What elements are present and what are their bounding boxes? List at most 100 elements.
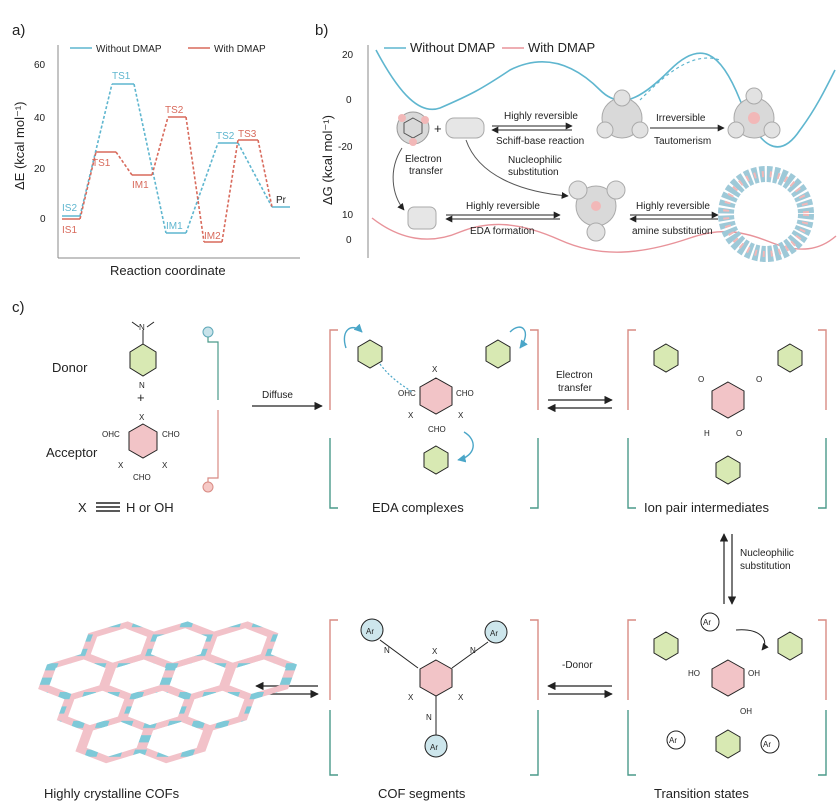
panel-a-x-label: Reaction coordinate [110, 263, 226, 278]
b-taut-bottom: Tautomerism [654, 136, 711, 147]
panel-b-y-ticks: 20 0 -20 10 0 [338, 50, 354, 246]
pyridine-ring [129, 343, 157, 377]
svg-text:CHO: CHO [162, 430, 180, 439]
legend-without: Without DMAP [96, 44, 162, 55]
eda-bracket-left-top [329, 329, 338, 410]
b-dmap [407, 206, 437, 230]
eda-pyridine-1 [357, 339, 383, 369]
svg-text:N: N [139, 323, 145, 332]
label-ts2-with: TS2 [165, 105, 184, 116]
b-tick-0-top: 0 [346, 95, 352, 106]
eda-pyridine-3 [423, 445, 449, 475]
donor-node [202, 326, 214, 338]
label-ts1-with: TS1 [92, 158, 111, 169]
x-definition-x: X [78, 500, 87, 515]
b-steps: Highly reversible Schiff-base reaction I… [392, 111, 725, 237]
label-ts2-without: TS2 [216, 131, 235, 142]
svg-text:N: N [426, 713, 432, 722]
panel-a-y-label: ΔE (kcal mol⁻¹) [12, 102, 27, 191]
panel-c: c) Donor Acceptor N N + X OHC CHO X X CH… [12, 299, 827, 801]
tick-40: 40 [34, 113, 46, 124]
x-definition: H or OH [126, 500, 174, 515]
svg-text:X: X [432, 647, 438, 656]
b-schiff-bottom: Schiff-base reaction [496, 136, 584, 147]
ns-label-2: substitution [740, 561, 791, 572]
cof-bracket-right-top [530, 619, 539, 700]
acceptor-molecule: X OHC CHO X X CHO [102, 413, 180, 482]
curve-with [371, 217, 837, 253]
cof-bracket-left-top [329, 619, 338, 700]
tick-20: 20 [34, 164, 46, 175]
panel-c-label: c) [12, 299, 25, 316]
svg-text:H: H [704, 429, 710, 438]
label-ts3: TS3 [238, 129, 257, 140]
eda-bracket-right-top [530, 329, 539, 410]
ts-bracket-left-bottom [627, 710, 636, 776]
label-im1-without: IM1 [166, 221, 183, 232]
svg-text:X: X [458, 411, 464, 420]
minus-donor-label: -Donor [562, 660, 593, 671]
panel-a: a) 0 20 40 60 ΔE (kcal mol⁻¹) Reaction c… [12, 22, 300, 278]
label-is1: IS1 [62, 225, 77, 236]
svg-text:+: + [137, 390, 145, 405]
b-legend-with: With DMAP [528, 40, 595, 55]
b-et-top: Electron [405, 154, 442, 165]
ts-bracket-right-top [818, 619, 827, 700]
transition-state-structure: Ar Ar Ar HO OH OH [653, 612, 803, 759]
label-pr: Pr [276, 195, 287, 206]
label-is2: IS2 [62, 203, 77, 214]
svg-text:X: X [118, 461, 124, 470]
svg-text:HO: HO [688, 669, 700, 678]
diffuse-label: Diffuse [262, 390, 293, 401]
cof-bracket-right-bottom [530, 710, 539, 776]
tick-60: 60 [34, 60, 46, 71]
svg-text:Ar: Ar [430, 743, 438, 752]
eda-complexes-label: EDA complexes [372, 500, 464, 515]
panel-b-label: b) [315, 22, 328, 39]
svg-text:OH: OH [740, 707, 752, 716]
profile-with [62, 116, 273, 243]
b-legend-without: Without DMAP [410, 40, 495, 55]
svg-text:OH: OH [748, 669, 760, 678]
svg-text:X: X [432, 365, 438, 374]
eda-bracket-left-bottom [329, 438, 338, 509]
ns-label-1: Nucleophilic [740, 548, 794, 559]
svg-text:O: O [698, 375, 704, 384]
svg-text:X: X [162, 461, 168, 470]
panel-b: b) 20 0 -20 10 0 ΔG (kcal mol⁻¹) Without… [315, 22, 837, 262]
eda-pyridine-2 [485, 339, 511, 369]
acceptor-node [202, 481, 214, 493]
b-ns-bottom: substitution [508, 167, 559, 178]
eda-structure: OHC CHO CHO X X X [343, 323, 528, 475]
svg-text:N: N [139, 381, 145, 390]
ion-bracket-left-top [627, 329, 636, 410]
svg-text:CHO: CHO [456, 389, 474, 398]
svg-text:Ar: Ar [669, 736, 677, 745]
svg-text:Ar: Ar [703, 618, 711, 627]
panel-a-point-labels: IS2 TS1 IM1 TS2 Pr IS1 TS1 IM1 TS2 IM2 T… [62, 71, 287, 242]
b-ns-top: Nucleophilic [508, 155, 562, 166]
b-eda-top: Highly reversible [466, 201, 540, 212]
svg-text:O: O [756, 375, 762, 384]
b-amine-top: Highly reversible [636, 201, 710, 212]
b-eda-bottom: EDA formation [470, 226, 534, 237]
b-et-bottom: transfer [409, 166, 444, 177]
acceptor-label: Acceptor [46, 445, 98, 460]
b-molecules: + [396, 87, 814, 262]
b-schiff-top: Highly reversible [504, 111, 578, 122]
label-ts1-without: TS1 [112, 71, 131, 82]
b-taut-top: Irreversible [656, 113, 706, 124]
cof-segments-label: COF segments [378, 786, 466, 801]
cof-bracket-left-bottom [329, 710, 338, 776]
svg-text:X: X [408, 411, 414, 420]
svg-text:CHO: CHO [428, 425, 446, 434]
panel-b-y-label: ΔG (kcal mol⁻¹) [320, 115, 335, 205]
donor-molecule: N N + [129, 321, 157, 405]
curve-without [375, 49, 836, 148]
ts-bracket-right-bottom [818, 710, 827, 776]
ion-pair-structure: O O O H [653, 343, 803, 485]
transition-states-label: Transition states [654, 786, 749, 801]
cof-segment-structure: Ar Ar Ar N N N X X X [360, 618, 508, 758]
ion-bracket-right-top [818, 329, 827, 410]
panel-a-y-ticks: 0 20 40 60 [34, 60, 46, 225]
